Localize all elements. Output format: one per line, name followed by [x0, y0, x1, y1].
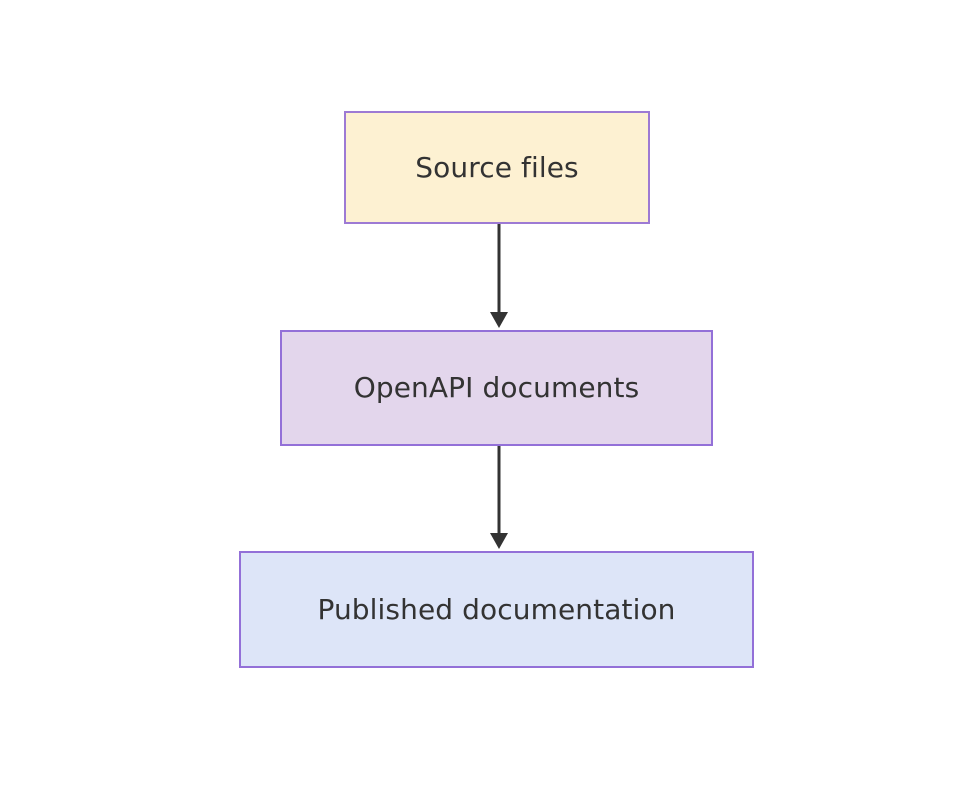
edge-openapi-to-published: [490, 446, 508, 549]
flow-node-openapi-documents[interactable]: OpenAPI documents: [280, 330, 713, 446]
arrowhead-icon: [490, 312, 508, 328]
flow-node-published-documentation[interactable]: Published documentation: [239, 551, 754, 668]
arrowhead-icon: [490, 533, 508, 549]
flow-node-label: Source files: [415, 150, 579, 184]
edge-source-to-openapi: [490, 224, 508, 328]
flow-node-label: OpenAPI documents: [353, 371, 640, 405]
flow-node-label: Published documentation: [317, 592, 676, 626]
flow-node-source-files[interactable]: Source files: [344, 111, 650, 224]
